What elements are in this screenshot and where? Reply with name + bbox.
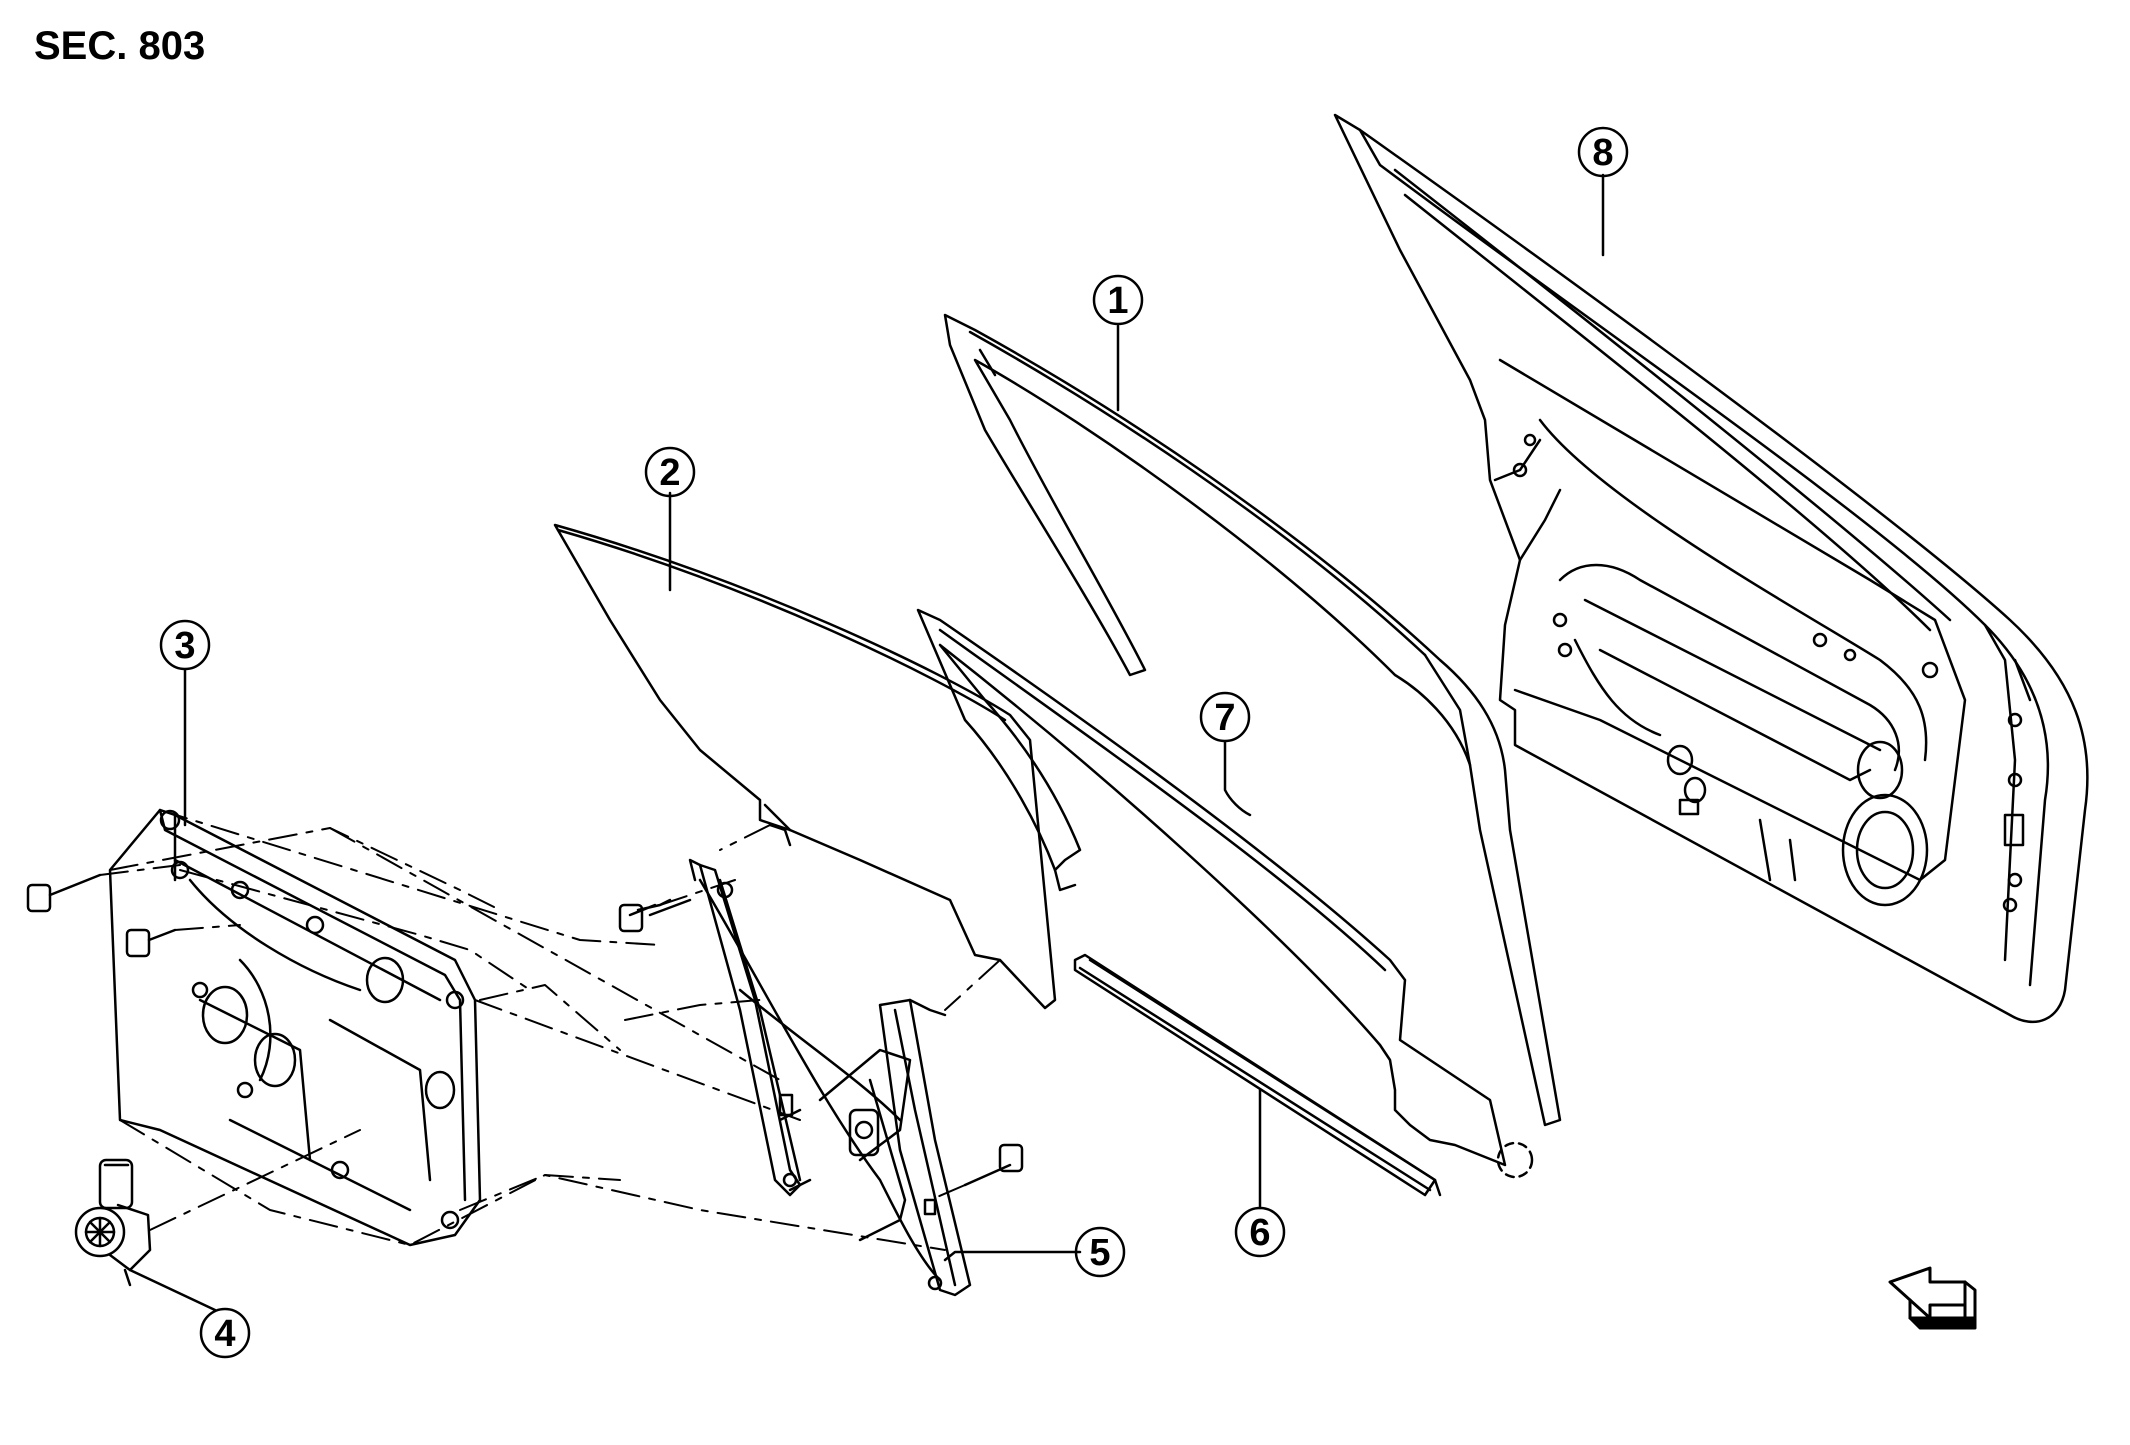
glass-run-corner-part xyxy=(916,608,1534,1179)
module-panel-part xyxy=(108,808,482,1247)
belt-moulding-part xyxy=(1073,953,1442,1197)
svg-text:4: 4 xyxy=(214,1313,235,1355)
assembly-lines xyxy=(99,809,1001,1251)
callout-6: 6 xyxy=(1234,1206,1286,1258)
door-glass-part xyxy=(553,523,1057,1010)
regulator-part xyxy=(688,823,972,1297)
svg-text:7: 7 xyxy=(1214,697,1235,739)
svg-text:2: 2 xyxy=(659,452,680,494)
svg-text:5: 5 xyxy=(1089,1232,1110,1274)
bolt-icon xyxy=(618,898,1024,1187)
leader-lines xyxy=(128,173,1605,1312)
door-panel-part xyxy=(1333,113,2089,1024)
motor-part xyxy=(74,1158,152,1287)
svg-text:3: 3 xyxy=(174,625,195,667)
callout-3: 3 xyxy=(159,619,211,671)
callout-2: 2 xyxy=(644,446,696,498)
callout-1: 1 xyxy=(1092,274,1144,326)
callout-7: 7 xyxy=(1199,691,1251,743)
front-direction-arrow-icon xyxy=(1888,1266,1977,1330)
callout-4: 4 xyxy=(199,1307,251,1359)
svg-text:8: 8 xyxy=(1592,132,1613,174)
svg-text:1: 1 xyxy=(1107,280,1128,322)
callout-5: 5 xyxy=(1074,1226,1126,1278)
svg-text:6: 6 xyxy=(1249,1212,1270,1254)
glass-run-part xyxy=(943,313,1562,1127)
bolt-icon xyxy=(26,873,177,958)
callout-8: 8 xyxy=(1577,126,1629,178)
section-label: SEC. 803 xyxy=(34,24,206,68)
